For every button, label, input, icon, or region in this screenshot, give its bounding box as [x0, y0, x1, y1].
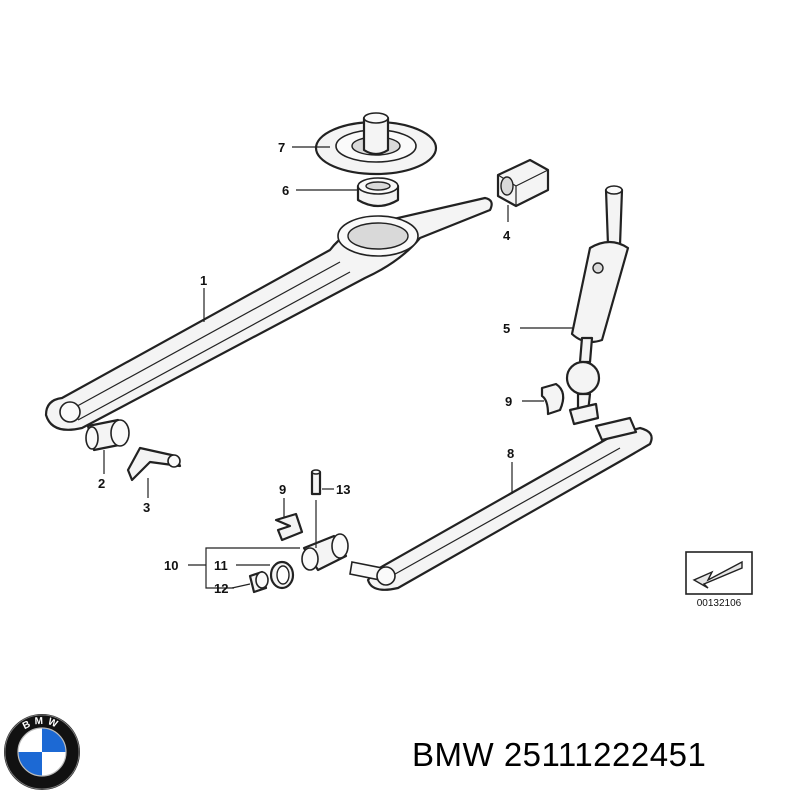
callout-labels: 7 6 4 1 5 9 8 2 3 9 13 10 11 12	[98, 140, 514, 596]
part-1-shift-lever	[44, 196, 493, 431]
direction-arrow-icon	[692, 560, 743, 589]
callout-2: 2	[98, 476, 105, 491]
callout-9-upper: 9	[505, 394, 512, 409]
part-3-clip	[126, 446, 182, 482]
callout-6: 6	[282, 183, 289, 198]
callout-1: 1	[200, 273, 207, 288]
callout-4: 4	[503, 228, 511, 243]
part-9-clip-upper	[540, 382, 565, 416]
part-10-joint	[301, 533, 349, 572]
part-7-gaiter	[314, 112, 438, 176]
part-8-cross-rod	[349, 416, 653, 591]
bmw-roundel-icon: BMW	[4, 714, 80, 790]
callout-11: 11	[214, 558, 228, 573]
callout-7: 7	[278, 140, 285, 155]
callout-8: 8	[507, 446, 514, 461]
part-9-clip-lower	[274, 512, 304, 542]
reference-box: 00132106	[685, 551, 753, 609]
part-6-bushing	[356, 177, 400, 208]
callout-5: 5	[503, 321, 510, 336]
part-13-pin	[310, 469, 322, 496]
callout-13: 13	[336, 482, 350, 497]
callout-3: 3	[143, 500, 150, 515]
leader-lines	[103, 146, 574, 589]
part-4-mount	[496, 158, 550, 208]
part-2-sleeve	[85, 418, 130, 452]
callout-10: 10	[164, 558, 178, 573]
callout-12: 12	[214, 581, 228, 596]
part-number-caption: BMW 25111222451	[412, 736, 707, 773]
bmw-logo: BMW	[2, 712, 82, 792]
callout-9-lower: 9	[279, 482, 286, 497]
part-12-bush	[248, 570, 269, 594]
part-5-selector-rod	[565, 185, 630, 426]
reference-number: 00132106	[697, 598, 742, 609]
part-11-o-ring	[269, 560, 295, 590]
